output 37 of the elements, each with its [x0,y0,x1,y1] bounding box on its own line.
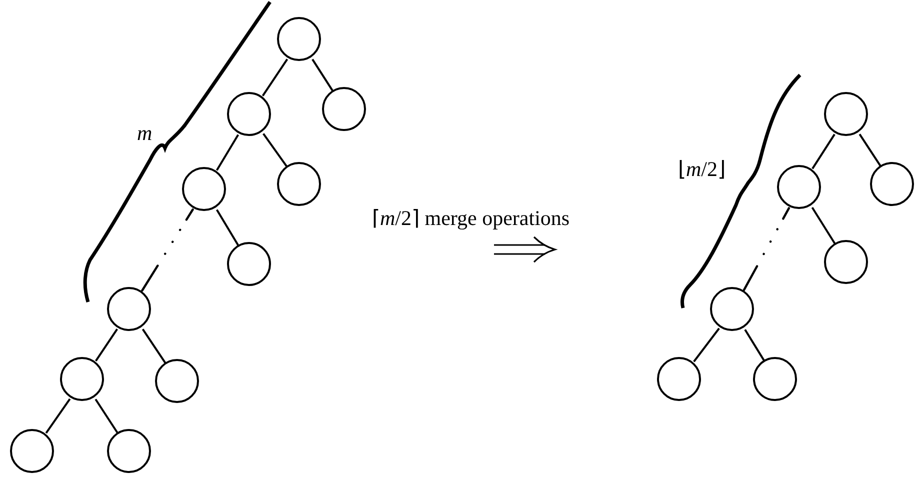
operation-label: ⌈m/2⌉ merge operations [372,207,570,230]
tree-node-circle [227,92,271,136]
tree-edge [693,328,720,362]
tree-edge [812,134,836,170]
tree-edge [94,398,118,434]
dotted-edge [141,208,194,292]
tree-edge [858,134,882,166]
tree-node-circle [277,17,321,61]
tree-node-circle [710,287,754,331]
tree-node-circle [155,359,199,403]
tree-node-circle [657,357,701,401]
brace-label: m [137,122,152,146]
tree-edge [216,209,240,246]
tree-node-circle [182,167,226,211]
tree-edge [811,206,836,244]
tree-node-circle [277,162,321,206]
tree-node-circle [870,162,914,206]
tree-node-circle [227,242,271,286]
tree-edge [142,328,166,364]
tree-node-circle [824,92,868,136]
dotted-edge [742,207,790,291]
tree-node-circle [777,165,821,209]
tree-edge [312,58,334,92]
tree-edge [94,328,118,362]
tree-node-circle [753,357,797,401]
tree-node-circle [10,429,54,473]
tree-edge [262,133,288,167]
tree-edge [216,134,240,171]
tree-node-circle [60,357,104,401]
tree-node-circle [322,87,366,131]
tree-node-circle [824,240,868,284]
tree-node-circle [107,287,151,331]
brace-label: ⌊m/2⌋ [678,158,726,182]
tree-edge [744,329,765,361]
tree-edge [262,58,288,96]
tree-edge [45,398,71,434]
tree-node-circle [107,429,151,473]
